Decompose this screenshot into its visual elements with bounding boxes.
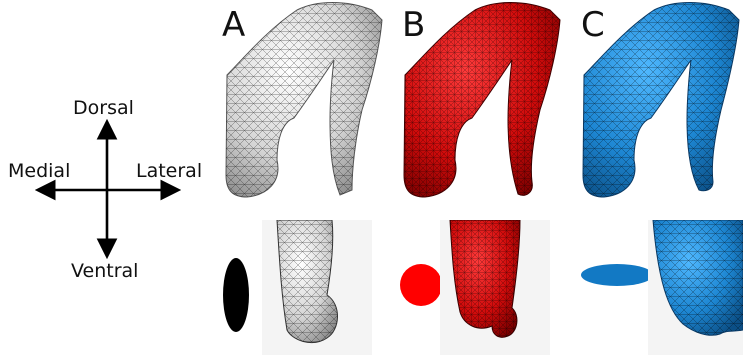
panel-c-cross-section [579, 260, 659, 290]
panel-c-tip-closeup [648, 220, 743, 355]
panel-b-tip-closeup [440, 220, 550, 355]
dorsal-label: Dorsal [73, 97, 134, 119]
panel-b-mesh-model [402, 0, 582, 205]
panel-a-mesh-model [222, 0, 402, 205]
ventral-label: Ventral [71, 260, 138, 282]
panel-a-cross-section [220, 255, 256, 335]
medial-label: Medial [8, 160, 70, 182]
panel-c-mesh-model [581, 0, 743, 205]
lateral-label: Lateral [136, 160, 202, 182]
panel-a-tip-closeup [262, 220, 372, 355]
